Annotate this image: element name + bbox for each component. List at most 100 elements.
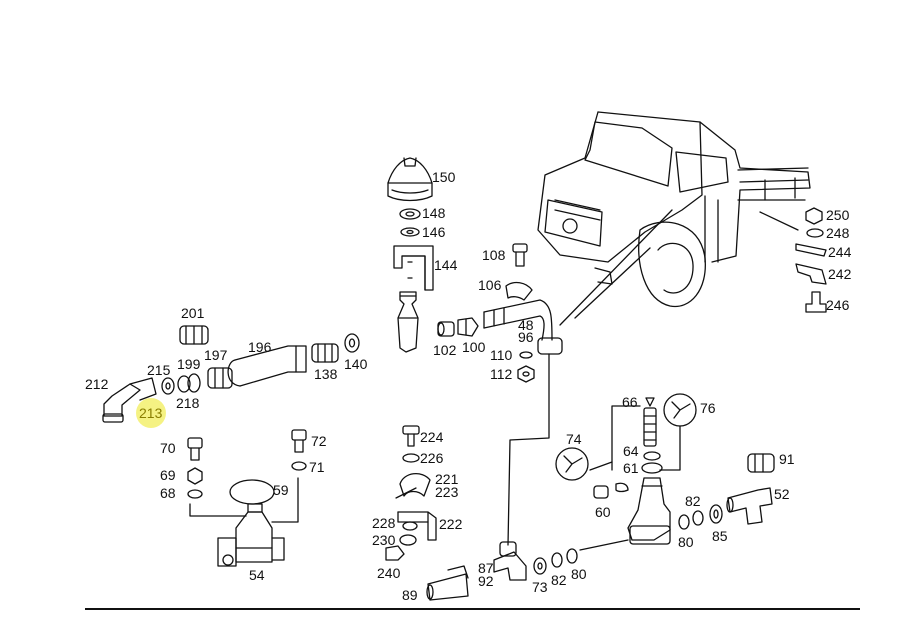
- part-215-washer: [161, 377, 175, 395]
- label-244[interactable]: 244: [828, 244, 852, 260]
- label-89[interactable]: 89: [402, 587, 418, 603]
- part-148-nut: [399, 208, 421, 220]
- label-228[interactable]: 228: [372, 515, 396, 531]
- label-82b[interactable]: 82: [685, 493, 701, 509]
- part-221-clamp: [395, 473, 431, 499]
- part-89-tee: [426, 565, 469, 601]
- label-59[interactable]: 59: [273, 482, 289, 498]
- label-215[interactable]: 215: [147, 362, 171, 378]
- part-248-washer: [806, 228, 824, 238]
- part-76-spanner: [663, 393, 697, 427]
- label-199[interactable]: 199: [177, 356, 201, 372]
- label-223[interactable]: 223: [435, 484, 459, 500]
- label-248[interactable]: 248: [826, 225, 850, 241]
- label-221[interactable]: 221: [435, 471, 459, 487]
- label-112[interactable]: 112: [490, 366, 513, 382]
- part-91-union: [747, 453, 775, 473]
- label-48[interactable]: 48: [518, 317, 534, 333]
- label-80b[interactable]: 80: [678, 534, 694, 550]
- leader-truck-frame: [759, 211, 799, 231]
- label-70[interactable]: 70: [160, 440, 176, 456]
- label-146[interactable]: 146: [422, 224, 446, 240]
- label-61[interactable]: 61: [623, 460, 639, 476]
- part-244-clip: [795, 243, 827, 257]
- part-70-bolt: [187, 437, 203, 461]
- label-138[interactable]: 138: [314, 366, 338, 382]
- label-150[interactable]: 150: [432, 169, 456, 185]
- label-71[interactable]: 71: [309, 459, 325, 475]
- label-74[interactable]: 74: [566, 431, 582, 447]
- label-222[interactable]: 222: [439, 516, 463, 532]
- part-60-clip: [615, 482, 629, 493]
- label-230[interactable]: 230: [372, 532, 396, 548]
- part-64-washer: [643, 451, 661, 461]
- label-68[interactable]: 68: [160, 485, 176, 501]
- label-64[interactable]: 64: [623, 443, 639, 459]
- part-197-adapter: [207, 367, 233, 389]
- part-246-bolt: [805, 291, 827, 313]
- label-82a[interactable]: 82: [551, 572, 567, 588]
- bottom-rule: [85, 608, 860, 610]
- label-201[interactable]: 201: [181, 305, 205, 321]
- label-197[interactable]: 197: [204, 347, 228, 363]
- label-87[interactable]: 87: [478, 560, 494, 576]
- part-74-spanner: [555, 447, 589, 481]
- part-59-diaphragm: [229, 479, 275, 505]
- label-52[interactable]: 52: [774, 486, 790, 502]
- label-144[interactable]: 144: [434, 257, 458, 273]
- part-242-bracket: [795, 263, 827, 285]
- part-212-elbow: [102, 377, 157, 423]
- highlight-marker: [136, 398, 166, 428]
- label-69[interactable]: 69: [160, 467, 176, 483]
- part-80a-washer: [566, 548, 578, 564]
- part-110-washer: [519, 351, 533, 359]
- part-82b-washer: [678, 514, 690, 530]
- label-218[interactable]: 218: [176, 395, 200, 411]
- label-85[interactable]: 85: [712, 528, 728, 544]
- label-76[interactable]: 76: [700, 400, 716, 416]
- truck-pointer: [559, 209, 673, 326]
- part-85-washer: [709, 504, 723, 524]
- label-73[interactable]: 73: [532, 579, 548, 595]
- label-213[interactable]: 213: [139, 405, 163, 421]
- label-148[interactable]: 148: [422, 205, 446, 221]
- leader-54b: [271, 477, 299, 523]
- label-91[interactable]: 91: [779, 451, 795, 467]
- part-52-tee: [726, 487, 773, 525]
- part-61-seal: [641, 462, 663, 474]
- brake-line: [507, 353, 550, 546]
- truck-illustration: [537, 111, 811, 308]
- label-102[interactable]: 102: [433, 342, 457, 358]
- part-82a-washer: [551, 552, 563, 568]
- label-106[interactable]: 106: [478, 277, 502, 293]
- part-72-bolt: [291, 429, 307, 453]
- label-224[interactable]: 224: [420, 429, 444, 445]
- part-140-washer: [344, 333, 360, 353]
- label-140[interactable]: 140: [344, 356, 368, 372]
- leader-54: [189, 503, 247, 517]
- label-250[interactable]: 250: [826, 207, 850, 223]
- part-146-washer: [400, 227, 420, 237]
- label-240[interactable]: 240: [377, 565, 401, 581]
- label-100[interactable]: 100: [462, 339, 486, 355]
- label-54[interactable]: 54: [249, 567, 265, 583]
- label-96[interactable]: 96: [518, 329, 534, 345]
- part-60-cap: [593, 485, 609, 499]
- part-196-pipe: [227, 345, 307, 387]
- label-92[interactable]: 92: [478, 573, 494, 589]
- leader-80a: [579, 539, 629, 551]
- part-108-bolt: [512, 243, 528, 267]
- label-242[interactable]: 242: [828, 266, 852, 282]
- label-72[interactable]: 72: [311, 433, 327, 449]
- label-212[interactable]: 212: [85, 376, 109, 392]
- leader-60: [589, 461, 613, 471]
- label-60[interactable]: 60: [595, 504, 611, 520]
- label-110[interactable]: 110: [490, 347, 513, 363]
- label-226[interactable]: 226: [420, 450, 444, 466]
- label-80a[interactable]: 80: [571, 566, 587, 582]
- label-66[interactable]: 66: [622, 394, 638, 410]
- part-112-nut: [517, 365, 535, 383]
- label-246[interactable]: 246: [826, 297, 850, 313]
- label-108[interactable]: 108: [482, 247, 506, 263]
- label-196[interactable]: 196: [248, 339, 272, 355]
